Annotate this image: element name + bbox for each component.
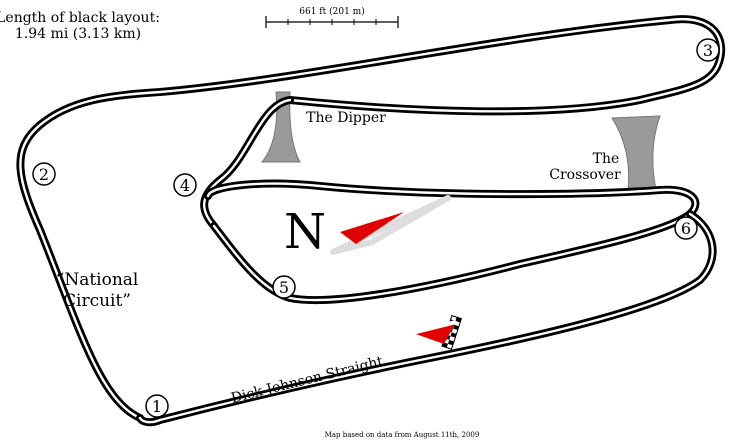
national-circuit-label-line2: Circuit” bbox=[63, 291, 131, 311]
national-circuit-label-line1: “National bbox=[56, 270, 139, 290]
crossover-label-line1: The bbox=[593, 151, 620, 167]
corner-marker-1: 1 bbox=[145, 394, 169, 418]
svg-text:2: 2 bbox=[39, 165, 49, 184]
length-value: 1.94 mi (3.13 km) bbox=[15, 26, 141, 42]
svg-text:4: 4 bbox=[180, 176, 190, 195]
pit-red-flag bbox=[410, 322, 456, 344]
north-arrow: N bbox=[284, 195, 451, 260]
corner-marker-4: 4 bbox=[173, 173, 197, 197]
dipper-label: The Dipper bbox=[306, 110, 386, 126]
svg-text:3: 3 bbox=[703, 41, 713, 60]
crossover-label-line2: Crossover bbox=[549, 167, 621, 183]
length-title: Length of black layout: bbox=[0, 10, 160, 26]
straight-label: Dick Johnson Straight bbox=[229, 353, 385, 406]
svg-text:5: 5 bbox=[279, 278, 289, 297]
svg-text:6: 6 bbox=[681, 219, 691, 238]
scale-bar: 661 ft (201 m) bbox=[265, 6, 399, 28]
corner-marker-2: 2 bbox=[32, 162, 56, 186]
north-label: N bbox=[284, 204, 326, 260]
dipper-connector bbox=[260, 91, 301, 163]
corner-marker-5: 5 bbox=[272, 275, 296, 299]
corner-marker-6: 6 bbox=[674, 216, 698, 240]
svg-text:1: 1 bbox=[152, 397, 162, 416]
scale-label: 661 ft (201 m) bbox=[299, 6, 364, 17]
corner-marker-3: 3 bbox=[696, 38, 720, 62]
footer-label: Map based on data from August 11th, 2009 bbox=[325, 431, 480, 439]
